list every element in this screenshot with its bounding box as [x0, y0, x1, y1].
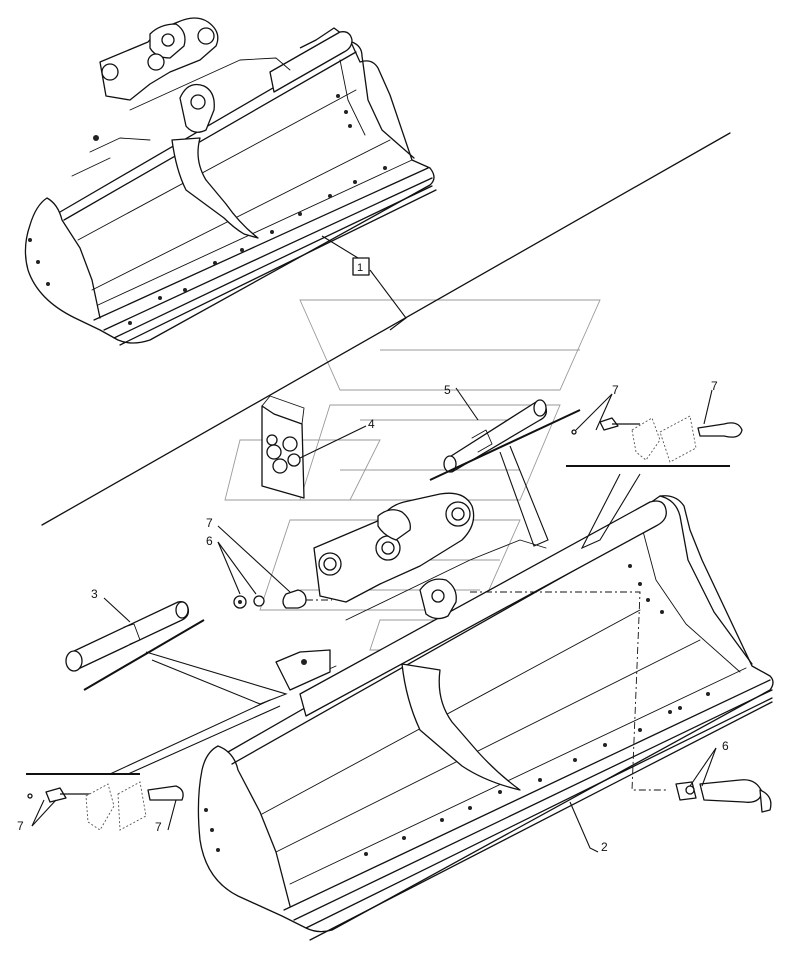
leader-right-assembly — [580, 473, 641, 550]
leader-6b-1 — [689, 747, 717, 787]
leader-7c — [703, 389, 713, 425]
callout-6a-label: 6 — [206, 534, 213, 548]
centerline-5 — [429, 409, 581, 481]
callout-3-label: 3 — [91, 587, 98, 601]
leader-4 — [299, 425, 367, 459]
callout-6b-label: 6 — [722, 739, 729, 753]
leader-6b-2 — [701, 747, 717, 787]
leader-6a-2 — [217, 541, 257, 595]
callout-4-label: 4 — [368, 417, 375, 431]
leader-5-assembly — [499, 445, 549, 547]
divider-line — [41, 132, 731, 526]
leader-7a — [217, 525, 291, 593]
hardware-group-bottom-right — [675, 779, 772, 813]
callout-5-label: 5 — [444, 383, 451, 397]
leader-3 — [103, 597, 131, 623]
callout-1-label: 1 — [357, 262, 363, 274]
hardware-group-bottom-left — [27, 781, 184, 831]
callout-7e-label: 7 — [155, 820, 162, 834]
edge-bolt-holes — [28, 94, 387, 325]
callout-7d-label: 7 — [17, 819, 24, 833]
callout-1: 1 — [321, 235, 407, 331]
callout-7c-label: 7 — [711, 379, 718, 393]
leader-6a-1 — [217, 541, 241, 595]
leader-bottom-left-assembly-1 — [127, 705, 281, 775]
leader-2 — [569, 801, 599, 853]
leader-7e — [167, 799, 177, 831]
leader-5 — [455, 387, 479, 421]
leader-7d-1 — [31, 799, 45, 827]
centerline-3 — [83, 619, 205, 691]
hardware-group-left — [233, 589, 307, 609]
callout-2-label: 2 — [601, 840, 608, 854]
leader-3-assembly — [145, 651, 288, 705]
seal-kit-item-4 — [261, 395, 305, 499]
pin-item-3 — [65, 600, 190, 672]
pin-item-5 — [443, 399, 548, 473]
callout-7a-label: 7 — [206, 516, 213, 530]
axis-right — [470, 591, 666, 791]
bucket-assembly-main — [197, 492, 774, 941]
callout-1-box — [352, 257, 370, 276]
edge-bolt-holes-main — [204, 564, 710, 856]
leader-7b-2 — [595, 393, 613, 431]
hardware-group-top-right — [571, 415, 743, 463]
leader-bottom-left-assembly-2 — [109, 699, 271, 775]
callout-7b-label: 7 — [612, 383, 619, 397]
leader-7b-1 — [575, 393, 613, 431]
bucket-assembly-top — [24, 17, 437, 346]
leader-7d-2 — [31, 799, 57, 827]
